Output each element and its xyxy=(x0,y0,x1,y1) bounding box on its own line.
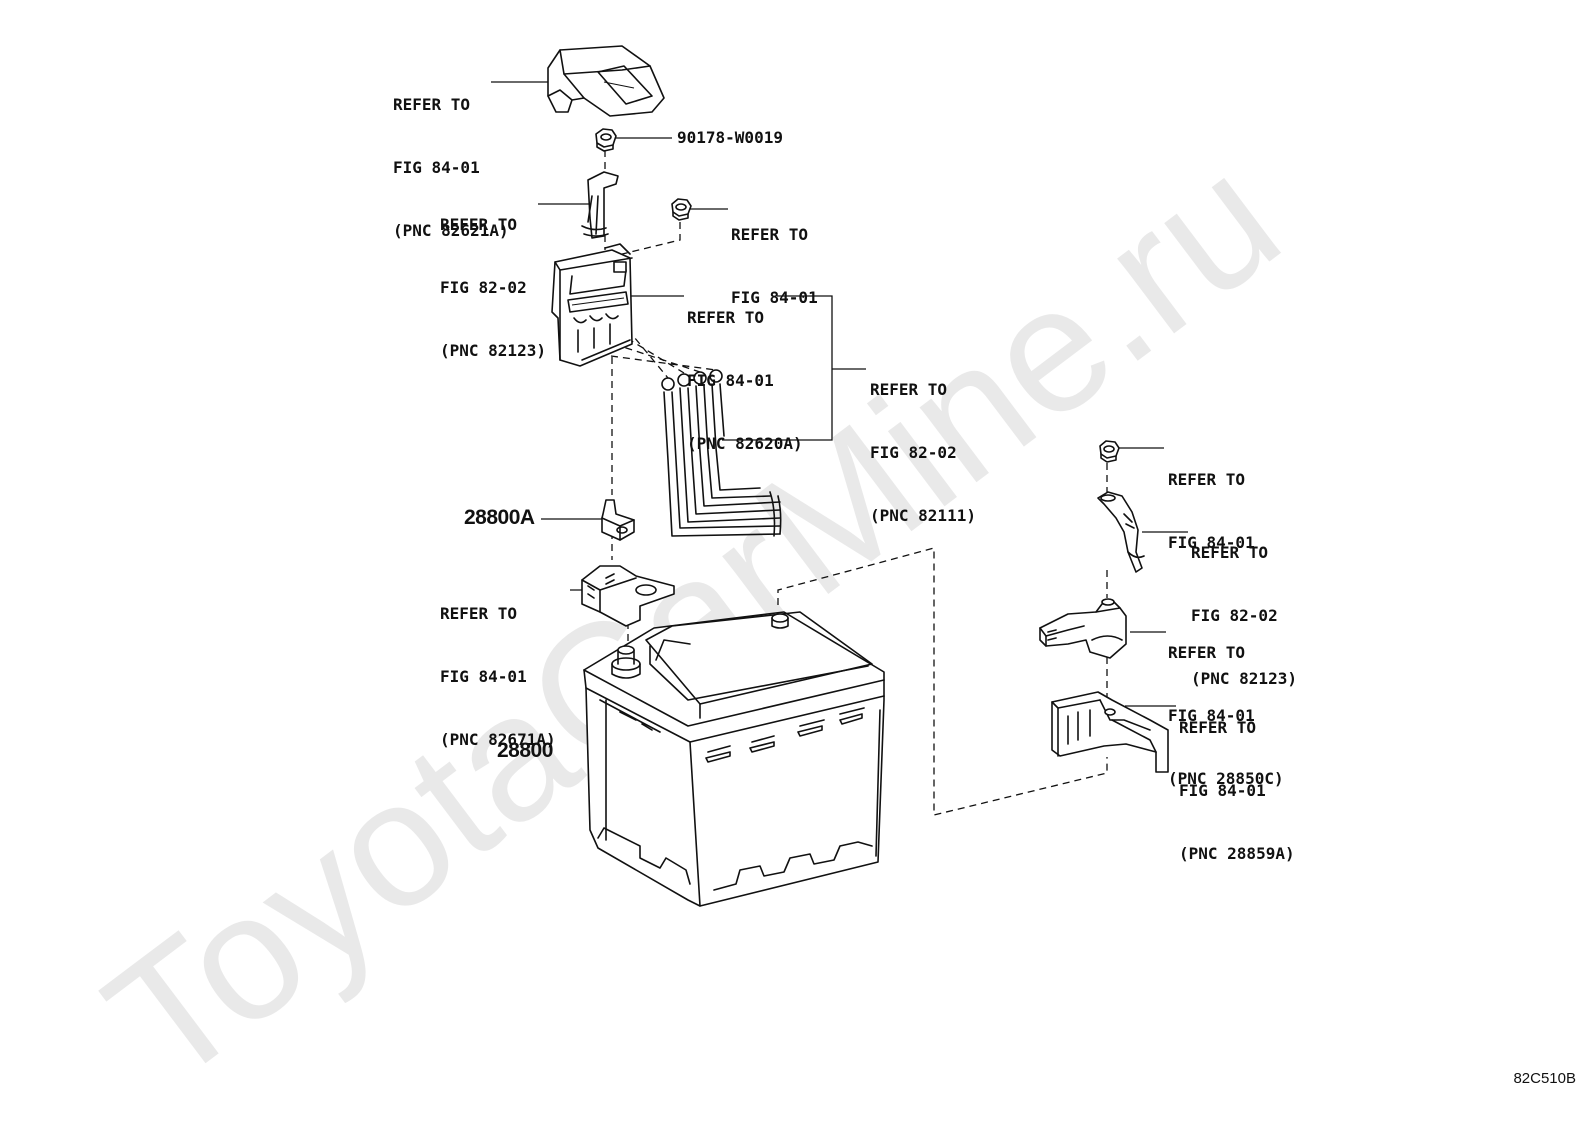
leader-lines xyxy=(491,81,1188,753)
battery-sensor-icon xyxy=(1039,598,1127,659)
cable-terminal-left-icon xyxy=(581,171,619,239)
label-nut-right: REFER TO FIG 84-01 xyxy=(1168,470,1255,552)
label-nut-left: REFER TO FIG 84-01 xyxy=(731,225,818,307)
label-clamp-left: REFER TO FIG 84-01 (PNC 82671A) xyxy=(440,604,556,749)
hex-nut-icon xyxy=(671,198,692,221)
hex-nut-icon xyxy=(1099,440,1120,463)
label-fuse-block: REFER TO FIG 84-01 (PNC 82620A) xyxy=(687,308,803,453)
label-cable-right: REFER TO FIG 82-02 (PNC 82123) xyxy=(1191,543,1297,688)
wire-harness-icon xyxy=(661,369,782,537)
parts-diagram: ToyotaCarMine.ru xyxy=(72,45,1576,1121)
label-nut-part-number: 90178-W0019 xyxy=(677,128,783,147)
label-wires: REFER TO FIG 82-02 (PNC 82111) xyxy=(870,380,976,525)
label-terminal-part-number: 28800A xyxy=(464,506,535,529)
label-sensor: REFER TO FIG 84-01 (PNC 28850C) xyxy=(1168,643,1284,788)
fuse-block-icon xyxy=(551,243,633,367)
terminal-cover-icon xyxy=(547,45,665,117)
cable-terminal-right-icon xyxy=(1097,491,1145,573)
label-cable-left: REFER TO FIG 82-02 (PNC 82123) xyxy=(440,215,546,360)
battery-icon xyxy=(583,611,885,907)
label-bracket: REFER TO FIG 84-01 (PNC 28859A) xyxy=(1179,718,1295,863)
diagram-drawing xyxy=(491,45,1188,907)
battery-bracket-icon xyxy=(1051,691,1169,773)
label-top-cover: REFER TO FIG 84-01 (PNC 82621A) xyxy=(393,95,509,240)
figure-code: 82C510B xyxy=(1513,1070,1576,1087)
hex-nut-icon xyxy=(595,128,617,152)
terminal-clamp-icon xyxy=(581,565,675,627)
battery-terminal-icon xyxy=(601,499,635,541)
label-battery-part-number: 28800 xyxy=(497,739,553,762)
